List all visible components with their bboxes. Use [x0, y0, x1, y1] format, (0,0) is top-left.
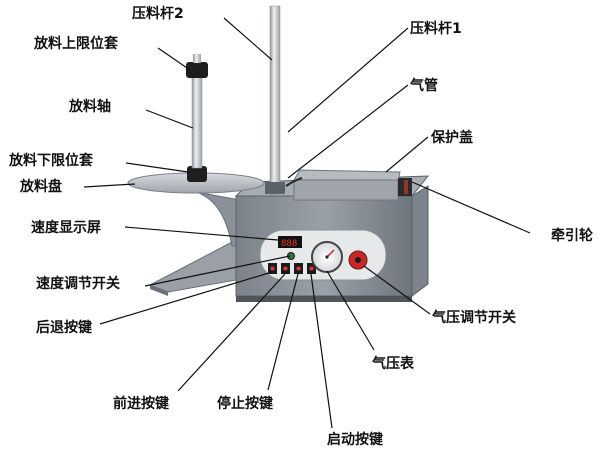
start-button-led	[309, 266, 314, 271]
cover-body	[293, 179, 399, 201]
speed-display	[278, 236, 302, 248]
label-pressure-gauge: 气压表	[371, 355, 415, 372]
label-air-tube: 气管	[409, 77, 438, 94]
label-start-key: 启动按键	[327, 431, 384, 448]
back-button-led	[270, 266, 275, 271]
label-press-rod-2: 压料杆2	[132, 5, 184, 22]
label-stop-key: 停止按键	[217, 395, 274, 412]
press-rod-2	[269, 5, 281, 195]
base-plate-edge	[150, 285, 168, 296]
label-forward-key: 前进按键	[113, 395, 170, 412]
label-unwind-disc: 放料盘	[19, 178, 62, 195]
label-pressure-switch: 气压调节开关	[431, 309, 516, 326]
unwind-shaft	[191, 71, 203, 169]
shaft-cap	[193, 54, 201, 63]
label-speed-display: 速度显示屏	[31, 219, 101, 236]
label-lower-limit-sleeve: 放料下限位套	[8, 152, 93, 169]
forward-button-led	[283, 266, 288, 271]
traction-wheel-edge	[404, 180, 408, 194]
press-rod-2-base	[265, 182, 285, 194]
lower-limit-sleeve	[187, 166, 207, 182]
label-traction-wheel: 牵引轮	[551, 227, 593, 244]
machine-foot	[236, 296, 412, 302]
upper-limit-sleeve	[186, 62, 208, 78]
base-plate	[148, 239, 237, 293]
label-press-rod-1: 压料杆1	[410, 20, 462, 37]
stop-button-led	[296, 266, 301, 271]
svg-text:888: 888	[281, 239, 297, 249]
disc-support-arm	[195, 191, 241, 247]
machine-body-side	[411, 185, 429, 297]
air-tube	[285, 177, 303, 187]
label-back-key: 后退按键	[36, 319, 93, 336]
label-unwind-shaft: 放料轴	[68, 98, 111, 115]
leader-lines	[83, 17, 531, 429]
label-cover: 保护盖	[430, 129, 473, 146]
label-speed-switch: 速度调节开关	[36, 275, 120, 292]
label-upper-limit-sleeve: 放料上限位套	[33, 35, 118, 52]
